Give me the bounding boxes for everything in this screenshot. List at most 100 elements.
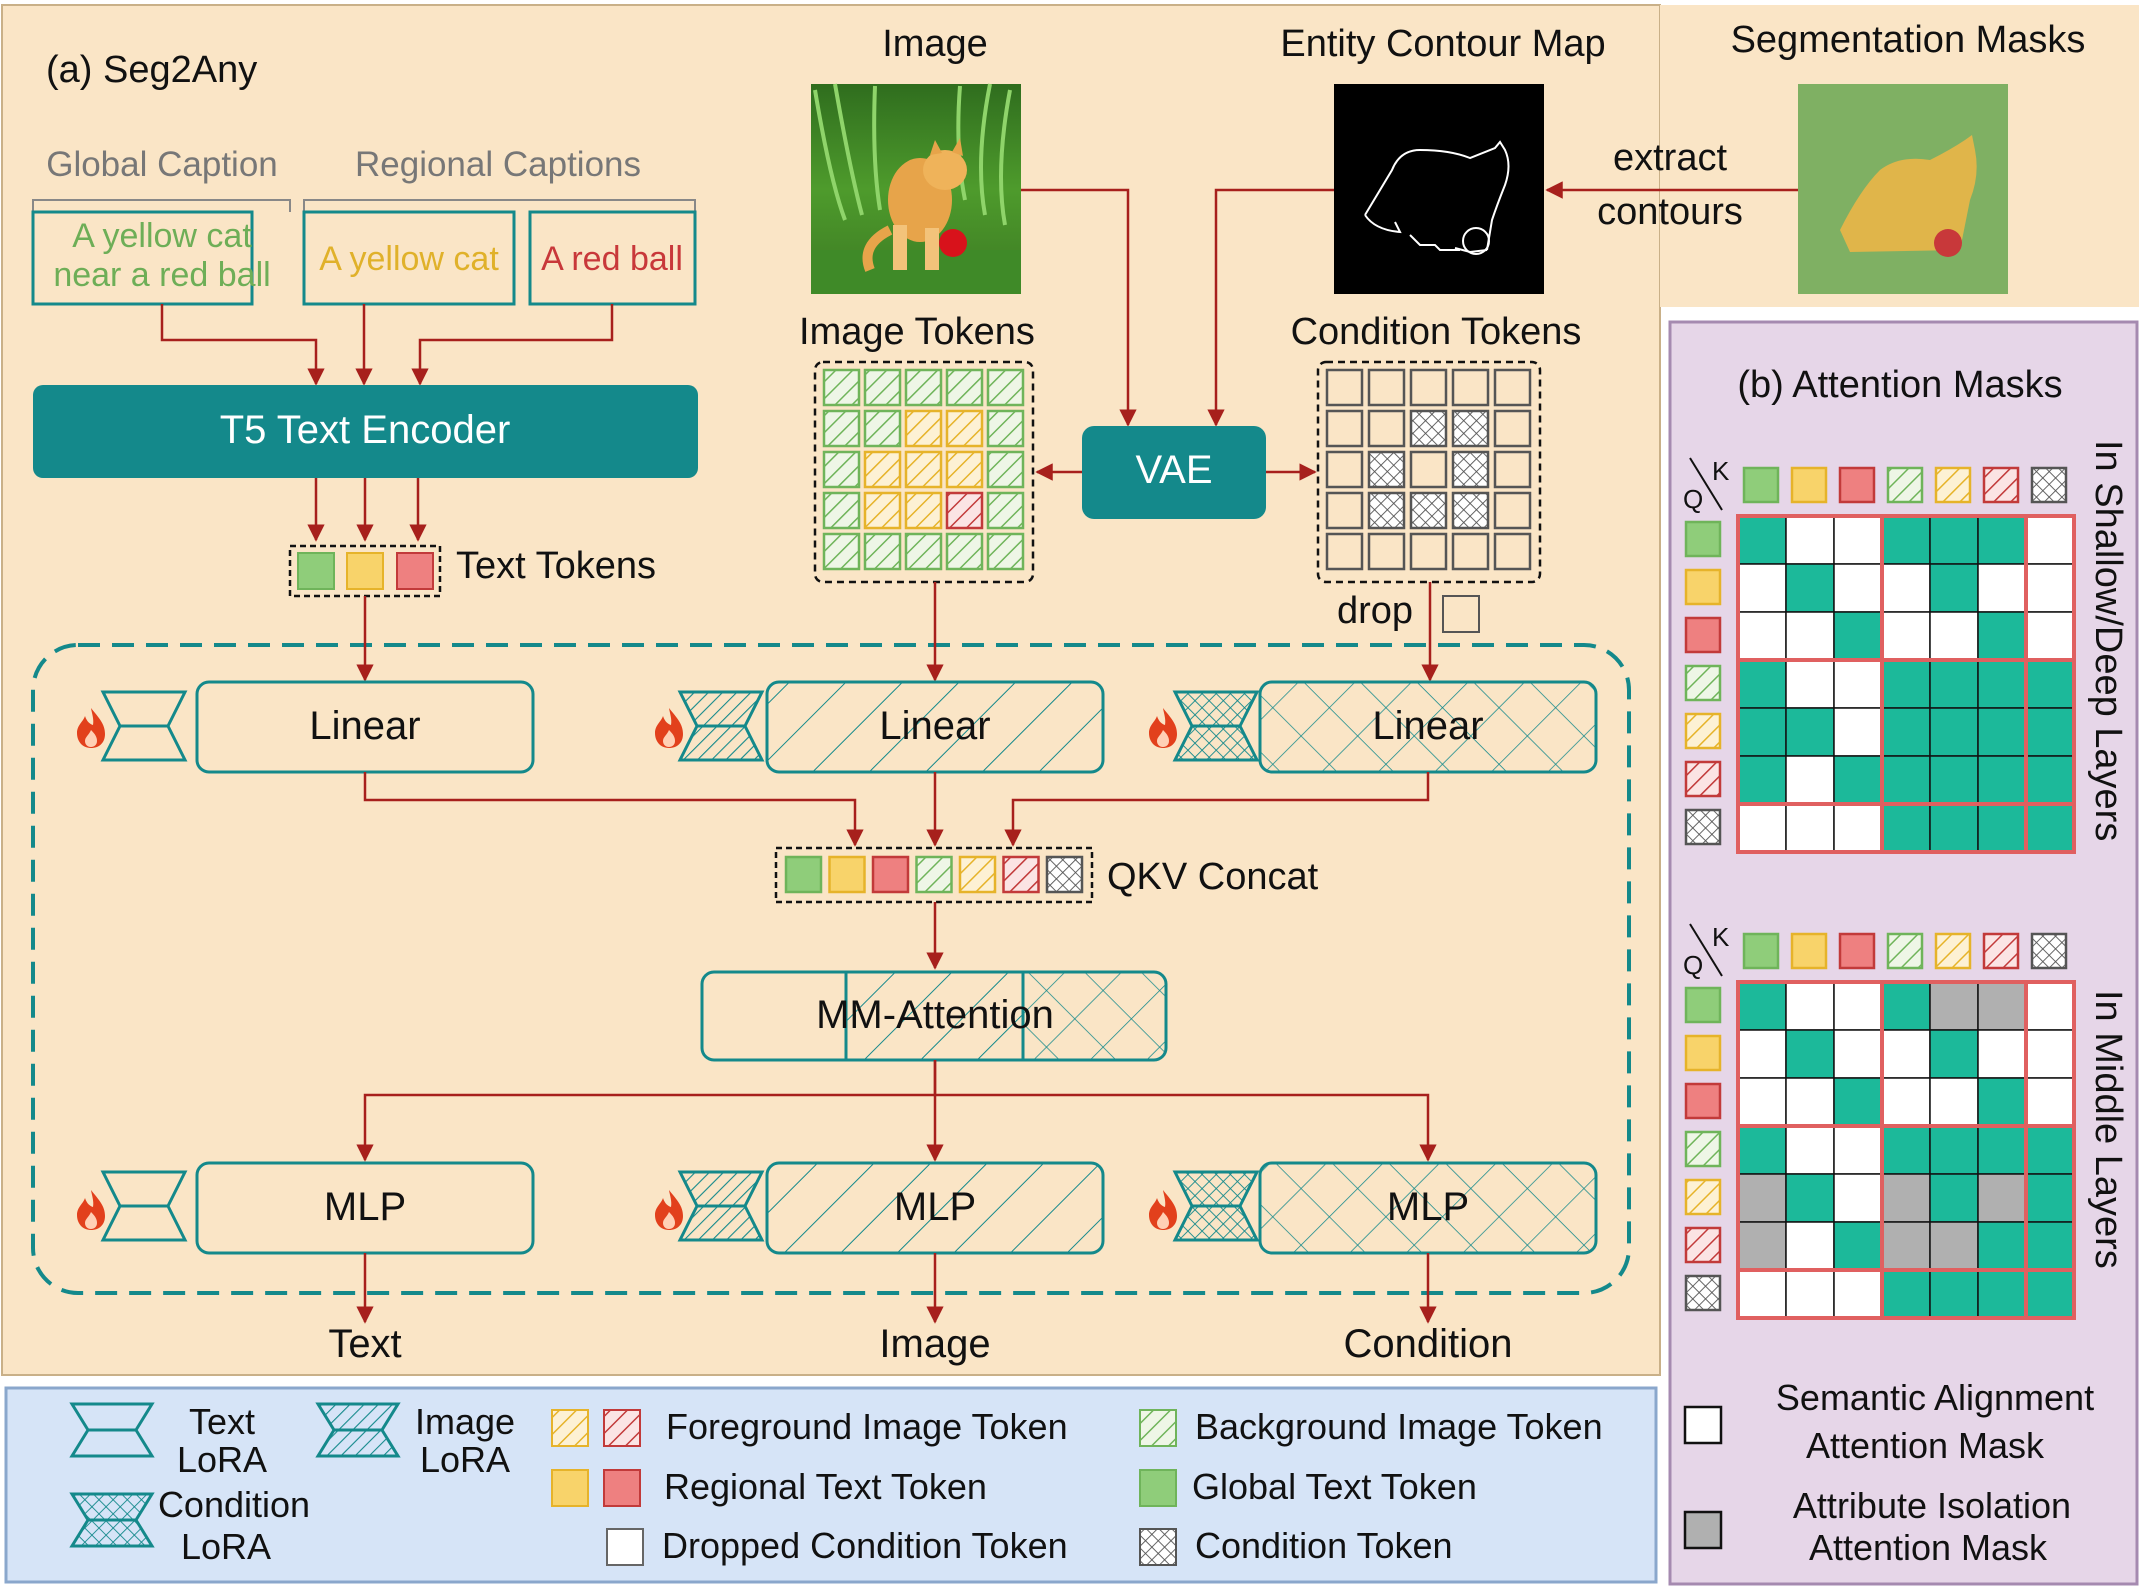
attention-cell bbox=[1929, 1077, 1979, 1127]
attention-cell bbox=[1737, 1221, 1787, 1271]
text-lora-icon bbox=[100, 1170, 188, 1242]
linear-text-label: Linear bbox=[309, 704, 420, 748]
condition-token bbox=[1409, 491, 1448, 530]
attention-cell bbox=[2025, 1269, 2075, 1319]
attention-cell bbox=[1881, 1221, 1931, 1271]
attention-cell bbox=[1881, 563, 1931, 613]
text-tokens-label: Text Tokens bbox=[456, 545, 656, 587]
legend-image-lora-icon bbox=[315, 1402, 401, 1458]
query-token bbox=[1684, 712, 1722, 750]
attention-matrix-middle: QK bbox=[1683, 922, 2076, 1320]
foreground-image-token bbox=[863, 450, 902, 489]
attention-cell bbox=[1785, 659, 1835, 709]
legend-text-lora-2: LoRA bbox=[177, 1439, 267, 1480]
legend-image-lora-1: Image bbox=[415, 1401, 515, 1442]
attention-cell bbox=[2025, 1077, 2075, 1127]
empty-condition-token bbox=[1325, 368, 1364, 407]
attention-cell bbox=[1833, 515, 1883, 565]
legend-background bbox=[4, 1386, 1658, 1584]
attention-cell bbox=[1737, 659, 1787, 709]
attention-cell bbox=[1881, 1125, 1931, 1175]
foreground-image-token bbox=[904, 409, 943, 448]
key-token bbox=[1934, 466, 1972, 504]
caption-regional-1: A yellow cat bbox=[319, 240, 499, 278]
attention-cell bbox=[2025, 1173, 2075, 1223]
attribute-isolation-line2: Attention Mask bbox=[1809, 1527, 2048, 1568]
background-image-token bbox=[822, 532, 861, 571]
qkv-token bbox=[1045, 855, 1084, 894]
empty-condition-token bbox=[1325, 532, 1364, 571]
attention-cell bbox=[1929, 1125, 1979, 1175]
transformer-block bbox=[31, 643, 1631, 1295]
qkv-token bbox=[784, 855, 823, 894]
empty-condition-token bbox=[1493, 409, 1532, 448]
condition-lora-icon bbox=[1172, 690, 1260, 762]
attention-cell bbox=[1881, 755, 1931, 805]
attention-cell bbox=[1785, 707, 1835, 757]
attention-cell bbox=[1833, 1269, 1883, 1319]
legend-bg-image-token: Background Image Token bbox=[1195, 1406, 1603, 1447]
attention-cell bbox=[1977, 981, 2027, 1031]
t5-text-encoder-label: T5 Text Encoder bbox=[220, 408, 511, 452]
empty-condition-token bbox=[1409, 532, 1448, 571]
attention-cell bbox=[1929, 1173, 1979, 1223]
caption-global-line1: A yellow cat bbox=[72, 217, 252, 255]
attention-cell bbox=[1785, 515, 1835, 565]
attention-cell bbox=[1833, 803, 1883, 853]
condition-lora-icon bbox=[1172, 1170, 1260, 1242]
qkv-token bbox=[915, 855, 953, 894]
condition-token bbox=[1409, 409, 1448, 448]
attention-cell bbox=[2025, 515, 2075, 565]
attention-cell bbox=[1881, 803, 1931, 853]
text-lora-icon bbox=[100, 690, 188, 762]
middle-layers-label: In Middle Layers bbox=[2087, 990, 2129, 1269]
key-token bbox=[1982, 466, 2020, 504]
attention-cell bbox=[1833, 707, 1883, 757]
legend-regional-text-token: Regional Text Token bbox=[664, 1466, 987, 1507]
global-text-token bbox=[297, 552, 335, 590]
image-lora-icon bbox=[677, 1170, 765, 1242]
query-token bbox=[1684, 1274, 1722, 1312]
attention-cell bbox=[1737, 611, 1787, 661]
foreground-image-token bbox=[945, 409, 984, 448]
global-caption-label: Global Caption bbox=[46, 145, 278, 184]
condition-tokens-group bbox=[1316, 360, 1542, 584]
key-token bbox=[1886, 466, 1924, 504]
foreground-image-token bbox=[945, 491, 984, 530]
attention-cell bbox=[1833, 1029, 1883, 1079]
attention-cell bbox=[1785, 611, 1835, 661]
condition-token bbox=[1367, 491, 1406, 530]
legend-condition-lora-icon bbox=[69, 1492, 155, 1548]
query-token bbox=[1684, 1082, 1722, 1120]
attention-cell bbox=[1737, 1269, 1787, 1319]
background-image-token bbox=[822, 368, 861, 407]
attention-cell bbox=[1737, 1125, 1787, 1175]
query-token bbox=[1684, 664, 1722, 702]
background-image-token bbox=[986, 491, 1025, 530]
q-axis-label: Q bbox=[1683, 950, 1703, 980]
empty-condition-token bbox=[1325, 409, 1364, 448]
attention-matrix-shallow-deep: QK bbox=[1683, 456, 2076, 854]
query-token bbox=[1684, 1178, 1722, 1216]
condition-token bbox=[1451, 491, 1490, 530]
attention-cell bbox=[2025, 755, 2075, 805]
key-token bbox=[1742, 466, 1780, 504]
query-token bbox=[1684, 616, 1722, 654]
attention-cell bbox=[1881, 659, 1931, 709]
vae-block bbox=[1082, 426, 1266, 519]
entity-contour-label: Entity Contour Map bbox=[1280, 23, 1605, 65]
qkv-token bbox=[1002, 855, 1040, 894]
segmentation-label: Segmentation Masks bbox=[1731, 19, 2086, 61]
foreground-image-token bbox=[904, 450, 943, 489]
drop-label: drop bbox=[1337, 590, 1413, 632]
background-image-token bbox=[822, 409, 861, 448]
mm-attention-label: MM-Attention bbox=[816, 993, 1054, 1037]
background-image-token bbox=[986, 409, 1025, 448]
legend-condition-swatch bbox=[1139, 1528, 1177, 1566]
attention-cell bbox=[1833, 563, 1883, 613]
legend-cond-lora-1: Condition bbox=[158, 1484, 310, 1525]
attention-cell bbox=[1785, 803, 1835, 853]
image-label: Image bbox=[882, 23, 988, 65]
qkv-concat-group bbox=[774, 846, 1094, 904]
